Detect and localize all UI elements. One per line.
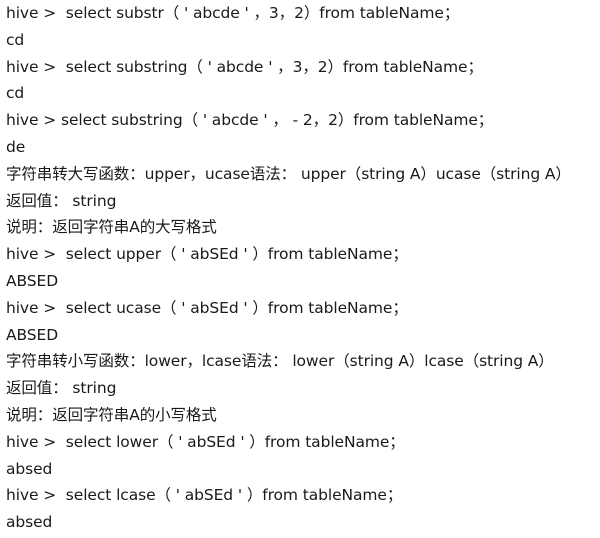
code-line-lower-query: hive > select lower（ ' abSEd ' ）from tab… [6, 432, 405, 451]
upper-function-heading: 字符串转大写函数：upper，ucase语法： upper（string A）u… [6, 164, 571, 183]
code-line-ucase-query: hive > select ucase（ ' abSEd ' ）from tab… [6, 298, 408, 317]
lower-function-heading: 字符串转小写函数：lower，lcase语法： lower（string A）l… [6, 352, 554, 371]
code-line-substr-query: hive > select substr（ ' abcde ' ，3，2）fro… [6, 4, 460, 22]
result-line-lcase: absed [6, 513, 53, 532]
lower-description: 说明：返回字符串A的小写格式 [6, 405, 217, 424]
result-line-lower: absed [6, 459, 53, 478]
upper-description: 说明：返回字符串A的大写格式 [6, 218, 217, 237]
result-line-substring: cd [6, 84, 25, 103]
result-line-upper: ABSED [6, 271, 59, 290]
result-line-ucase: ABSED [6, 325, 59, 344]
upper-return-value: 返回值： string [6, 191, 117, 210]
code-line-substring-negative-query: hive > select substring（ ' abcde ' ， - 2… [6, 111, 494, 130]
code-line-upper-query: hive > select upper（ ' abSEd ' ）from tab… [6, 245, 408, 264]
result-line-substr: cd [6, 30, 25, 49]
code-line-substring-query: hive > select substring（ ' abcde ' ，3，2）… [6, 57, 483, 76]
code-line-lcase-query: hive > select lcase（ ' abSEd ' ）from tab… [6, 486, 403, 505]
result-line-substring-negative: de [6, 137, 26, 156]
lower-return-value: 返回值： string [6, 379, 117, 398]
document-body: hive > select substr（ ' abcde ' ，3，2）fro… [6, 0, 596, 536]
